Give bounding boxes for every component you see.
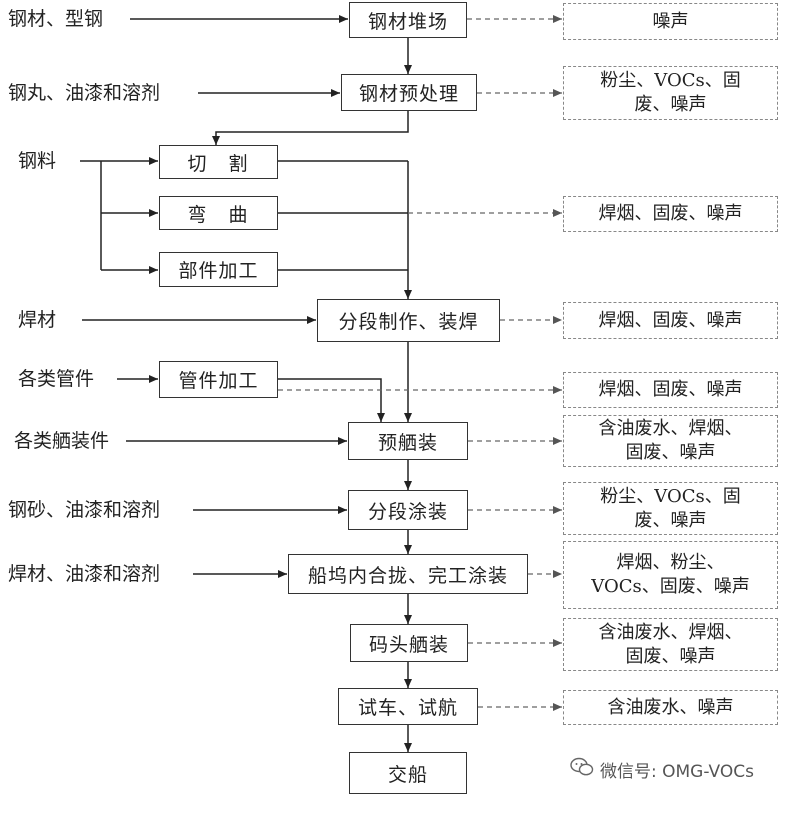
- process-steel-pretreatment: 钢材预处理: [341, 74, 477, 111]
- process-block-painting: 分段涂装: [348, 490, 468, 530]
- process-trials: 试车、试航: [338, 688, 478, 725]
- process-quay-outfitting: 码头舾装: [350, 624, 468, 662]
- output-quay-emissions: 含油废水、焊烟、 固废、噪声: [563, 618, 778, 671]
- arrow-pipe-to-preoutfit: [278, 378, 385, 422]
- output-outfitting-emissions: 含油废水、焊烟、 固废、噪声: [563, 415, 778, 467]
- process-pre-outfitting: 预舾装: [348, 422, 468, 460]
- output-pretreat-emissions: 粉尘、VOCs、固 废、噪声: [563, 66, 778, 120]
- input-pretreat-materials: 钢丸、油漆和溶剂: [8, 82, 161, 104]
- output-painting-emissions: 粉尘、VOCs、固 废、噪声: [563, 482, 778, 535]
- input-welding-material: 焊材: [18, 309, 57, 331]
- watermark: 微信号: OMG-VOCs: [570, 757, 754, 782]
- process-bending: 弯曲: [159, 196, 278, 230]
- output-block-emissions: 焊烟、固废、噪声: [563, 302, 778, 339]
- input-blast-paint-materials: 钢砂、油漆和溶剂: [8, 499, 161, 521]
- process-dock-assembly: 船坞内合拢、完工涂装: [288, 554, 528, 594]
- process-parts-machining: 部件加工: [159, 252, 278, 287]
- output-dock-emissions: 焊烟、粉尘、 VOCs、固废、噪声: [563, 541, 778, 609]
- input-dock-materials: 焊材、油漆和溶剂: [8, 563, 161, 585]
- input-steel-stock: 钢料: [18, 150, 57, 172]
- process-block-fabrication: 分段制作、装焊: [317, 299, 500, 342]
- process-delivery: 交船: [349, 752, 467, 794]
- input-outfitting-parts: 各类舾装件: [14, 430, 110, 452]
- process-pipe-machining: 管件加工: [159, 361, 278, 398]
- output-machining-emissions: 焊烟、固废、噪声: [563, 196, 778, 232]
- input-steel-materials: 钢材、型钢: [8, 8, 104, 30]
- input-pipe-parts: 各类管件: [18, 368, 95, 390]
- watermark-text: 微信号: OMG-VOCs: [600, 762, 754, 782]
- wechat-icon: [570, 757, 594, 782]
- output-pipe-emissions: 焊烟、固废、噪声: [563, 372, 778, 408]
- output-trial-emissions: 含油废水、噪声: [563, 690, 778, 725]
- output-yard-emissions: 噪声: [563, 3, 778, 40]
- process-steel-yard: 钢材堆场: [349, 2, 467, 38]
- process-cutting: 切割: [159, 145, 278, 179]
- arrow-pretreat-to-cutting: [212, 111, 409, 145]
